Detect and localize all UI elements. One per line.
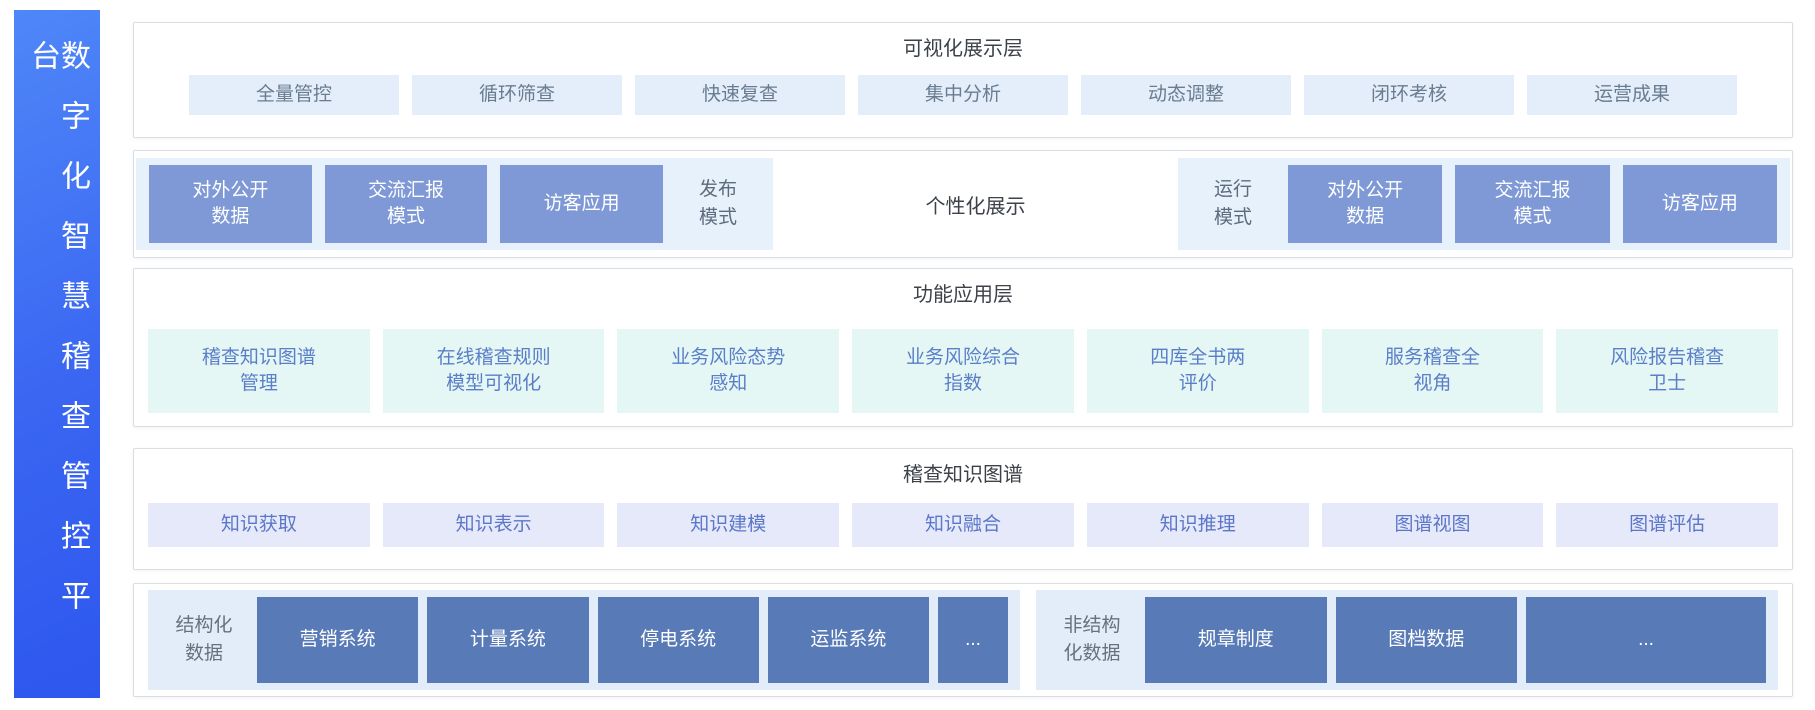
publish-mode-label: 发布 模式	[699, 179, 738, 228]
function-item: 稽查知识图谱 管理	[148, 329, 370, 413]
knowledge-item: 图谱评估	[1556, 503, 1779, 547]
layer-knowledge-graph: 稽查知识图谱 知识获取 知识表示 知识建模 知识融合 知识推理 图谱视图 图谱评…	[133, 448, 1793, 570]
structured-system: 营销系统	[257, 597, 419, 683]
structured-data-group: 结构化 数据 营销系统 计量系统 停电系统 运监系统 ...	[148, 590, 1020, 690]
layer-stack: 可视化展示层 全量管控 循环筛查 快速复查 集中分析 动态调整 闭环考核 运营成…	[133, 22, 1793, 697]
publish-mode-item: 对外公开 数据	[149, 165, 312, 243]
function-item: 业务风险态势 感知	[617, 329, 840, 413]
run-mode-item: 交流汇报 模式	[1455, 165, 1610, 243]
unstructured-source: 图档数据	[1335, 597, 1517, 683]
structured-system: 计量系统	[427, 597, 589, 683]
unstructured-data-label: 非结构 化数据	[1063, 615, 1121, 664]
layer-personalized-display: 对外公开 数据 交流汇报 模式 访客应用 发布 模式 个性化展示 运行 模式 对…	[133, 150, 1793, 258]
platform-title: 数字化智慧稽查管控平台	[26, 40, 89, 640]
structured-system: 运监系统	[767, 597, 929, 683]
knowledge-item: 知识推理	[1086, 503, 1309, 547]
layer-function-application: 功能应用层 稽查知识图谱 管理 在线稽查规则 模型可视化 业务风险态势 感知 业…	[133, 268, 1793, 427]
unstructured-data-group: 非结构 化数据 规章制度 图档数据 ...	[1036, 590, 1778, 690]
knowledge-item: 知识表示	[382, 503, 605, 547]
function-item: 在线稽查规则 模型可视化	[382, 329, 605, 413]
visualization-item: 闭环考核	[1304, 75, 1514, 115]
publish-mode-group: 对外公开 数据 交流汇报 模式 访客应用 发布 模式	[136, 158, 773, 250]
unstructured-source: 规章制度	[1145, 597, 1327, 683]
layer-visualization: 可视化展示层 全量管控 循环筛查 快速复查 集中分析 动态调整 闭环考核 运营成…	[133, 22, 1793, 138]
layer-knowledge-title: 稽查知识图谱	[903, 464, 1023, 486]
visualization-item: 循环筛查	[412, 75, 622, 115]
structured-more-ellipsis: ...	[938, 597, 1008, 683]
layer-function-title: 功能应用层	[913, 284, 1013, 306]
structured-data-label: 结构化 数据	[175, 615, 233, 664]
function-items: 稽查知识图谱 管理 在线稽查规则 模型可视化 业务风险态势 感知 业务风险综合 …	[148, 329, 1779, 413]
knowledge-item: 图谱视图	[1321, 503, 1544, 547]
function-item: 业务风险综合 指数	[852, 329, 1074, 413]
function-item: 风险报告稽查 卫士	[1556, 329, 1779, 413]
knowledge-items: 知识获取 知识表示 知识建模 知识融合 知识推理 图谱视图 图谱评估	[148, 503, 1779, 547]
knowledge-item: 知识建模	[617, 503, 840, 547]
personalized-display-title: 个性化展示	[925, 195, 1026, 218]
layer-visualization-title: 可视化展示层	[903, 38, 1023, 60]
knowledge-item: 知识融合	[852, 503, 1074, 547]
platform-banner: 数字化智慧稽查管控平台	[14, 10, 100, 698]
publish-mode-item: 访客应用	[500, 165, 664, 243]
visualization-item: 全量管控	[189, 75, 399, 115]
publish-mode-item: 交流汇报 模式	[324, 165, 488, 243]
function-item: 四库全书两 评价	[1086, 329, 1309, 413]
run-mode-item: 访客应用	[1622, 165, 1777, 243]
run-mode-item: 对外公开 数据	[1288, 165, 1443, 243]
visualization-items: 全量管控 循环筛查 快速复查 集中分析 动态调整 闭环考核 运营成果	[148, 75, 1778, 115]
visualization-item: 动态调整	[1081, 75, 1291, 115]
knowledge-item: 知识获取	[148, 503, 370, 547]
visualization-item: 快速复查	[635, 75, 845, 115]
layer-data-sources: 结构化 数据 营销系统 计量系统 停电系统 运监系统 ... 非结构 化数据 规…	[133, 583, 1793, 697]
function-item: 服务稽查全 视角	[1321, 329, 1544, 413]
visualization-item: 运营成果	[1527, 75, 1737, 115]
run-mode-group: 运行 模式 对外公开 数据 交流汇报 模式 访客应用	[1178, 158, 1790, 250]
structured-system: 停电系统	[597, 597, 759, 683]
run-mode-label: 运行 模式	[1213, 179, 1252, 228]
visualization-item: 集中分析	[858, 75, 1068, 115]
unstructured-more-ellipsis: ...	[1526, 597, 1766, 683]
